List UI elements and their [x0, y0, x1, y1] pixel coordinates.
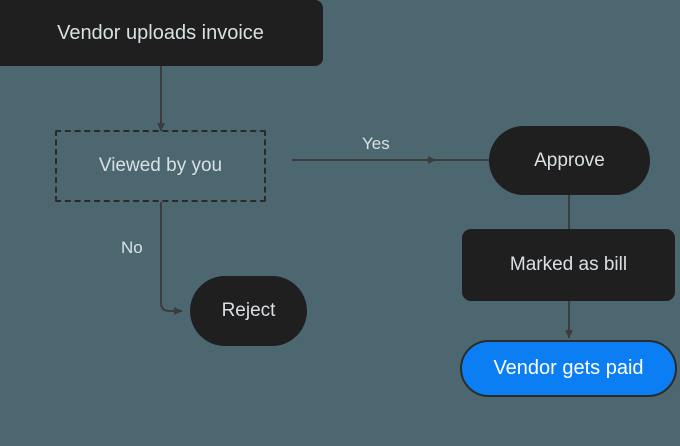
node-reject[interactable]: Reject	[190, 276, 307, 346]
node-approve[interactable]: Approve	[489, 126, 650, 195]
node-vendor-uploads-invoice[interactable]: Vendor uploads invoice	[0, 0, 323, 66]
edge-label-yes: Yes	[362, 134, 390, 153]
node-viewed-by-you[interactable]: Viewed by you	[55, 130, 266, 202]
node-marked-as-bill[interactable]: Marked as bill	[462, 229, 675, 301]
edge-viewed-to-reject	[160, 202, 183, 315]
edge-label-no: No	[121, 238, 143, 257]
node-vendor-gets-paid[interactable]: Vendor gets paid	[460, 340, 677, 397]
